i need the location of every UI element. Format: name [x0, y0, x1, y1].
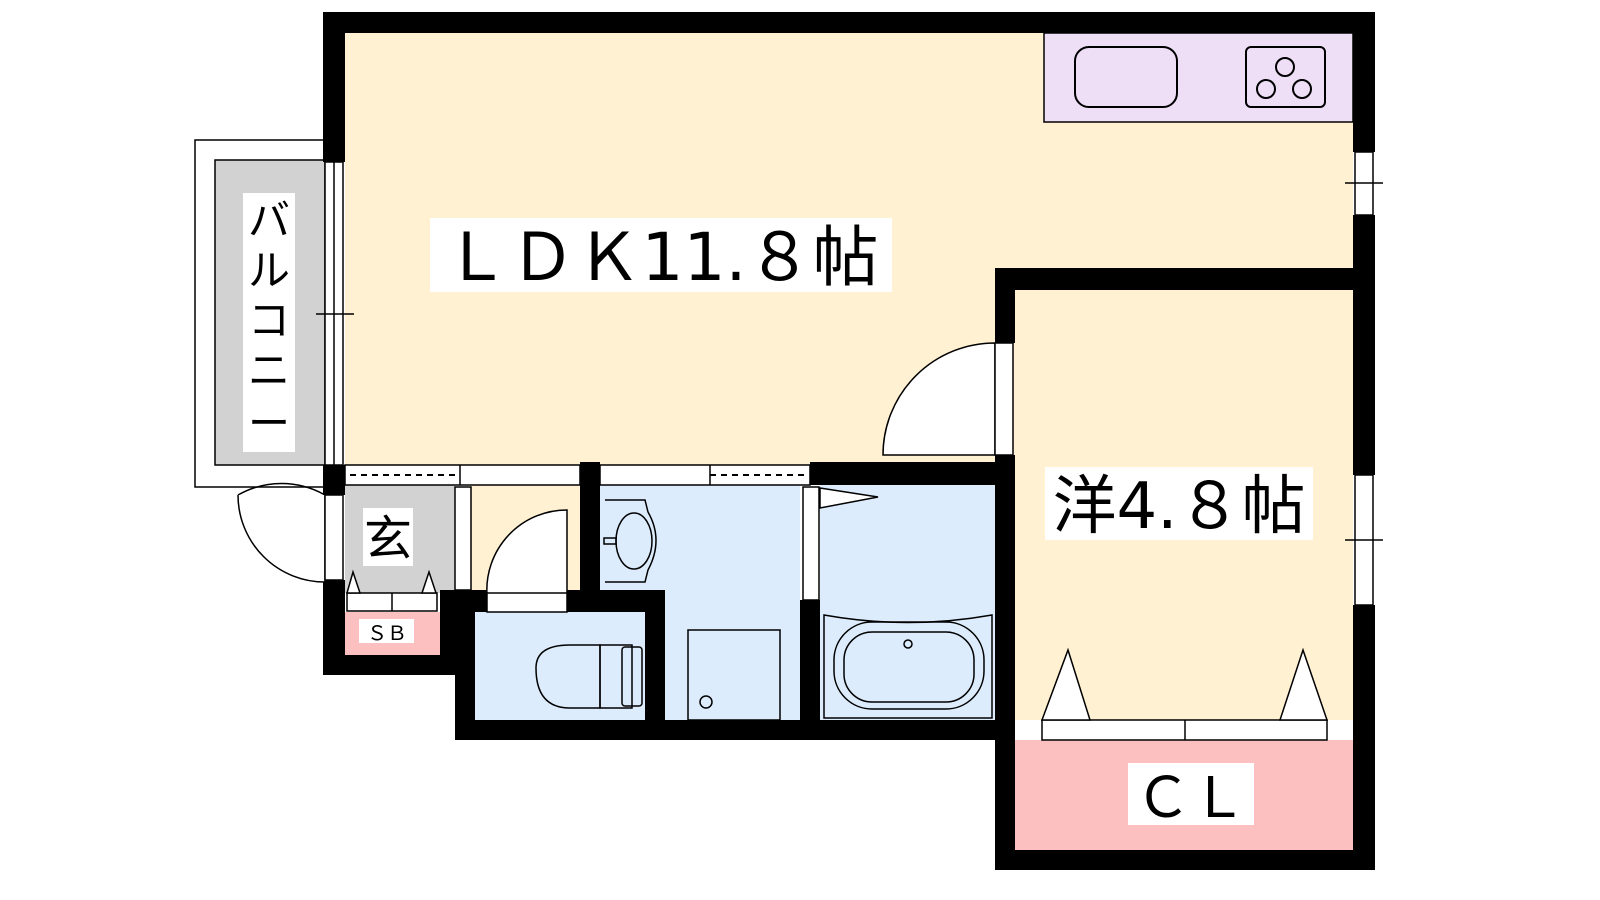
balcony-label-1: バ [248, 196, 290, 245]
toilet-room [475, 612, 645, 720]
doors [237, 342, 1329, 741]
balcony-label-2: ル [248, 246, 290, 295]
bathroom [820, 485, 995, 720]
entrance-label: 玄 [364, 511, 412, 567]
sink-icon [1074, 46, 1178, 108]
toilet-icon [535, 644, 643, 709]
windows [316, 151, 1383, 606]
washbasin-icon [603, 499, 657, 583]
walls [323, 12, 1375, 870]
stove-icon [1245, 46, 1326, 108]
balcony-label-4: ニ [248, 346, 290, 395]
washing-machine-area [687, 629, 781, 721]
western-room-label: 洋4.８帖 [1052, 470, 1305, 544]
balcony: バ ル コ ニ ー [194, 139, 326, 488]
closet-label: ＣＬ [1135, 766, 1247, 831]
balcony-label-5: ー [248, 399, 290, 448]
balcony-label-3: コ [248, 296, 290, 345]
ldk-label: ＬＤＫ11.８帖 [444, 219, 879, 296]
bathtub-icon [823, 614, 993, 719]
shoe-box-label: ＳＢ [367, 621, 407, 645]
